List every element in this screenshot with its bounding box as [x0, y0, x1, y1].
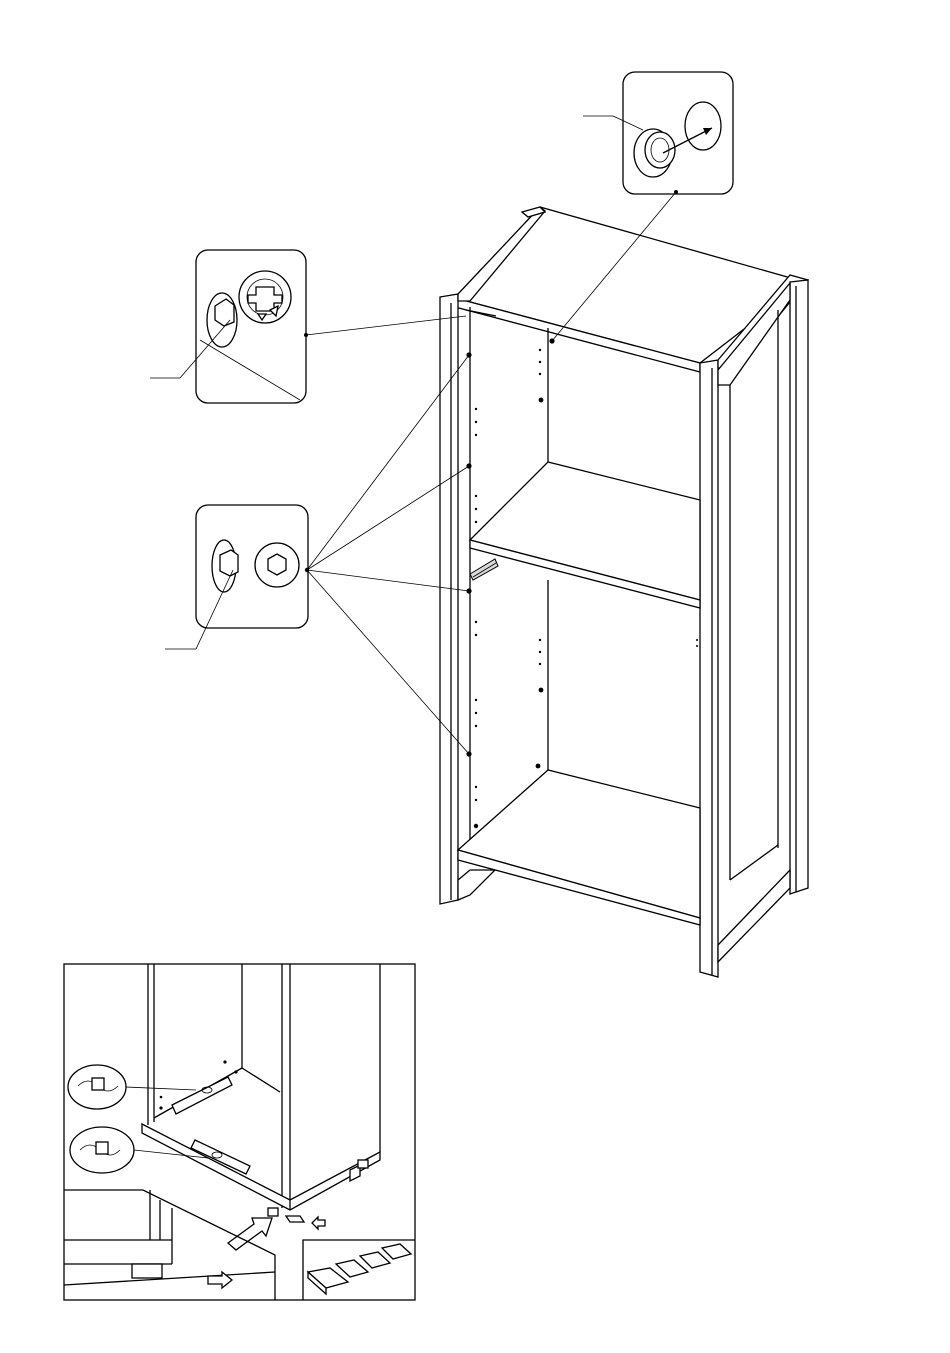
- right-side-frame: [718, 283, 790, 962]
- cabinet: [440, 207, 808, 977]
- bottom-shelf: [458, 770, 700, 925]
- shelf-connector: [470, 559, 498, 580]
- left-side-frame: [458, 870, 495, 900]
- middle-shelf: [470, 462, 700, 608]
- right-rear-post: [790, 280, 808, 894]
- back-panel: [470, 307, 548, 850]
- hole-column-left: [466, 352, 478, 828]
- callout-cam-lock-top: [150, 250, 466, 403]
- leveling-inset: [64, 964, 415, 1300]
- callout-cam-lock-shelf: [165, 355, 469, 754]
